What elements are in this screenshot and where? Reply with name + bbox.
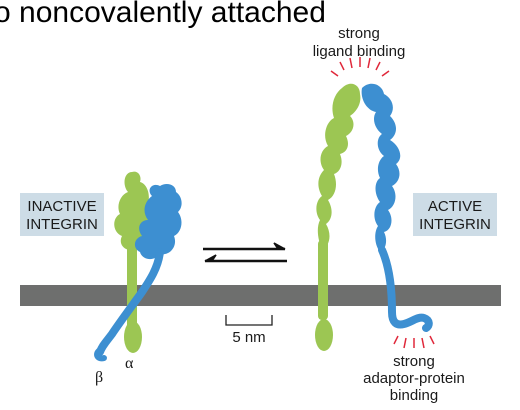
adaptor-binding-label-line1: strong (393, 353, 435, 370)
reversible-arrows-icon (203, 242, 287, 263)
active-beta-subunit (361, 83, 433, 332)
adaptor-binding-marks (393, 335, 435, 349)
active-integrin (315, 83, 433, 351)
adaptor-binding-label-line2: adaptor-protein (363, 370, 465, 387)
scale-bar-label: 5 nm (232, 329, 265, 346)
inactive-label-box (20, 193, 104, 236)
active-label-line1: ACTIVE (428, 198, 482, 215)
beta-subunit-label: β (95, 369, 103, 386)
scale-bar: 5 nm (225, 315, 273, 346)
inactive-integrin (94, 171, 182, 362)
active-label-line2: INTEGRIN (419, 216, 491, 233)
active-alpha-subunit (315, 83, 361, 351)
heading-text: o noncovalently attached (0, 0, 326, 29)
alpha-subunit-label: α (125, 355, 134, 372)
adaptor-binding-label-line3: binding (390, 387, 438, 404)
plasma-membrane (20, 285, 501, 306)
active-integrin-label: ACTIVE INTEGRIN (413, 193, 497, 236)
inactive-label-line2: INTEGRIN (26, 216, 98, 233)
ligand-binding-marks (330, 57, 390, 77)
ligand-binding-label-line2: ligand binding (313, 43, 406, 60)
active-label-box (413, 193, 497, 236)
inactive-beta-subunit (94, 184, 182, 362)
ligand-binding-label-line1: strong (338, 25, 380, 42)
inactive-integrin-label: INACTIVE INTEGRIN (20, 193, 104, 236)
inactive-label-line1: INACTIVE (27, 198, 96, 215)
